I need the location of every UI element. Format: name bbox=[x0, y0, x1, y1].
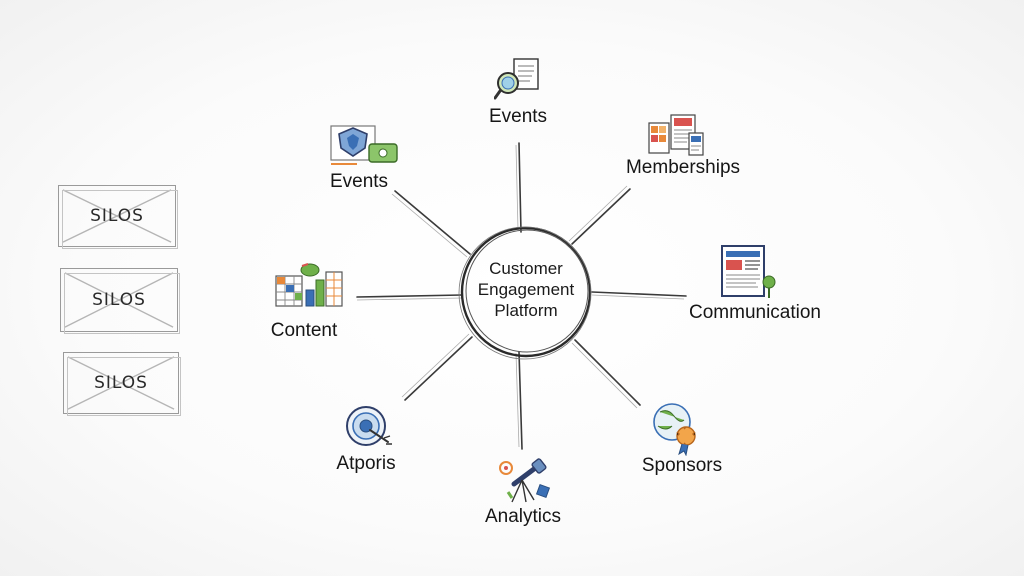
silo-box-3: SILOS bbox=[63, 352, 181, 416]
silo-box-1: SILOS bbox=[58, 185, 178, 249]
hub-label: Customer Engagement Platform bbox=[462, 258, 590, 321]
node-label-events-top: Events bbox=[488, 106, 548, 127]
target-dial-icon bbox=[346, 406, 392, 446]
silo-box-2: SILOS bbox=[60, 268, 180, 334]
chart-grid-icon bbox=[275, 263, 343, 307]
telescope-icon bbox=[499, 458, 551, 503]
spoke-content bbox=[356, 294, 463, 298]
spokes bbox=[356, 142, 687, 450]
spoke-events-top bbox=[518, 142, 522, 233]
node-label-content: Content bbox=[270, 320, 338, 341]
node-label-atporis: Atporis bbox=[336, 453, 396, 474]
hub-circle bbox=[458, 226, 592, 360]
membership-cards-icon bbox=[648, 114, 704, 156]
newsletter-person-icon bbox=[721, 245, 776, 298]
spoke-atporis bbox=[404, 336, 473, 401]
cross-out-icon bbox=[67, 356, 175, 410]
shield-ticket-icon bbox=[330, 125, 398, 165]
hub-label-line1: Customer bbox=[489, 259, 563, 278]
node-label-sponsors: Sponsors bbox=[641, 455, 723, 476]
cross-out-icon bbox=[62, 189, 172, 243]
globe-award-icon bbox=[653, 403, 696, 456]
node-label-memberships: Memberships bbox=[625, 157, 741, 178]
node-label-analytics: Analytics bbox=[484, 506, 562, 527]
spoke-sponsors bbox=[574, 339, 641, 406]
node-label-events-left: Events bbox=[329, 171, 389, 192]
silo-label: SILOS bbox=[90, 206, 144, 226]
spoke-memberships bbox=[571, 188, 631, 245]
spoke-analytics bbox=[518, 351, 523, 450]
node-label-communication: Communication bbox=[689, 302, 821, 323]
spoke-communication bbox=[591, 291, 687, 297]
silo-label: SILOS bbox=[94, 373, 148, 393]
spoke-events-left bbox=[394, 190, 471, 255]
search-document-icon bbox=[494, 58, 539, 100]
cross-out-icon bbox=[64, 272, 174, 328]
hub-label-line2: Engagement bbox=[477, 280, 575, 299]
silo-label: SILOS bbox=[92, 290, 146, 310]
hub-label-line3: Platform bbox=[494, 301, 558, 320]
